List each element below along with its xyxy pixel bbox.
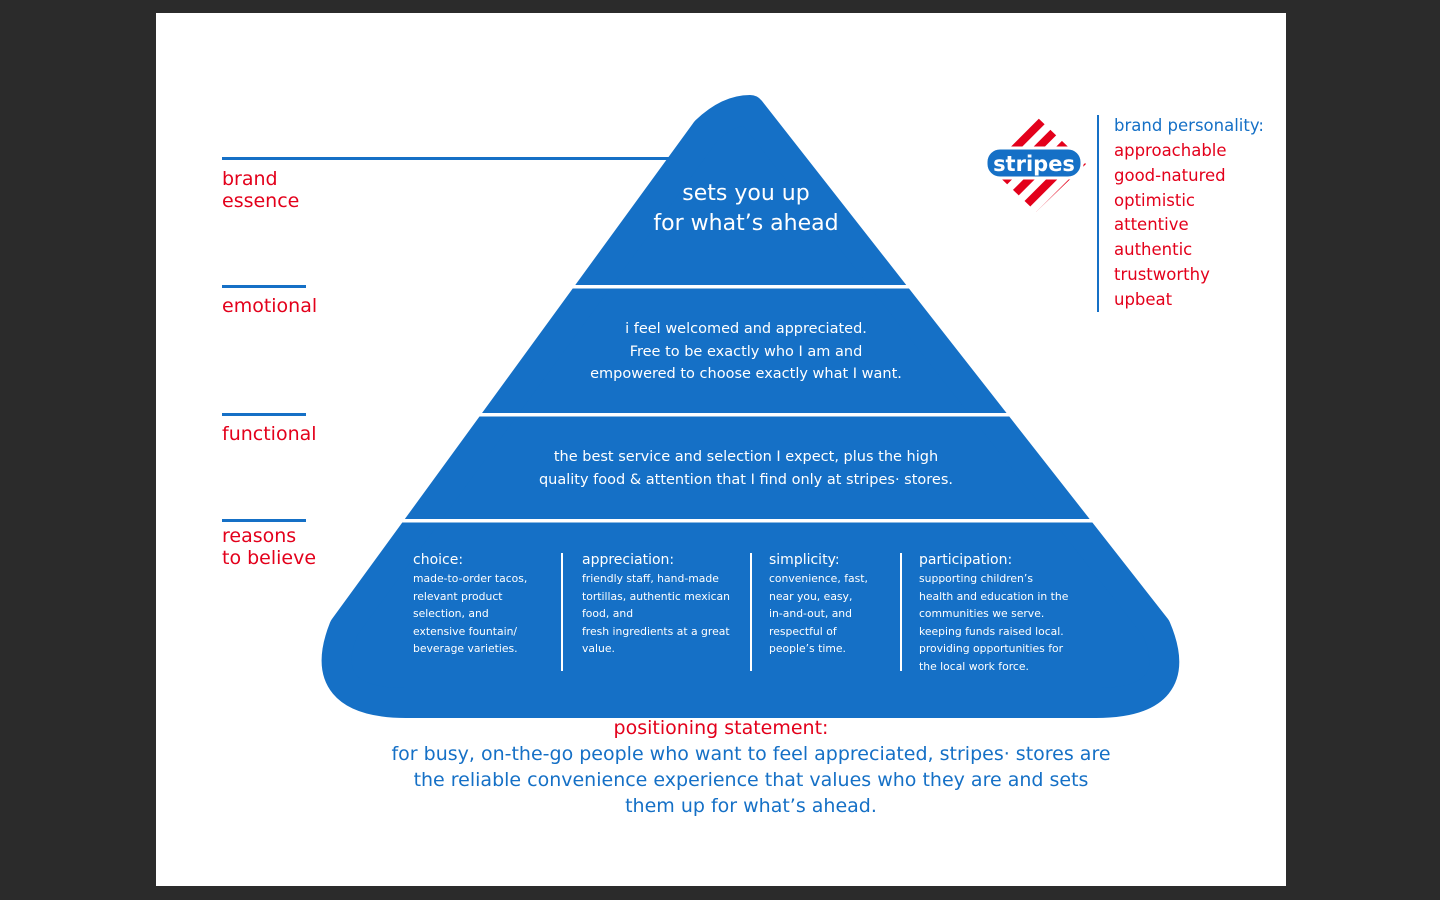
- trait-item: upbeat: [1114, 289, 1173, 309]
- tier-divider-3: [306, 519, 1206, 523]
- reason-appreciation-body: friendly staff, hand-made tortillas, aut…: [582, 572, 730, 655]
- reason-simplicity: simplicity: convenience, fast, near you,…: [769, 551, 899, 658]
- functional-text: the best service and selection I expect,…: [506, 446, 986, 491]
- logo-badge: [984, 146, 1084, 180]
- trait-item: attentive: [1114, 215, 1189, 235]
- brand-personality-title: brand personality:: [1114, 116, 1264, 135]
- column-divider: [900, 553, 902, 671]
- pyramid-text-line: quality food & attention that I find onl…: [538, 471, 954, 488]
- brand-essence-label: brand essence: [222, 168, 300, 212]
- column-divider: [561, 553, 563, 671]
- trait-item: authentic: [1114, 240, 1193, 260]
- reason-participation-body: supporting children’s health and educati…: [919, 572, 1069, 673]
- brand-personality-divider: [1097, 115, 1099, 312]
- pyramid-text-line: empowered to choose exactly what I want.: [590, 366, 902, 382]
- pyramid-text-line: sets you up: [682, 181, 810, 206]
- brand-essence-text: sets you up for what’s ahead: [596, 179, 896, 239]
- trait-item: good-natured: [1114, 165, 1226, 185]
- reason-simplicity-body: convenience, fast, near you, easy, in-an…: [769, 572, 868, 655]
- reason-choice: choice: made-to-order tacos, relevant pr…: [413, 551, 553, 658]
- pyramid-text-line: for what’s ahead: [653, 211, 839, 236]
- functional-label: functional: [222, 423, 317, 445]
- tier-divider-2: [306, 413, 1206, 417]
- positioning-statement-body: for busy, on-the-go people who want to f…: [391, 743, 1111, 817]
- tier-divider-1: [306, 285, 1206, 289]
- trait-item: approachable: [1114, 141, 1227, 160]
- reason-choice-body: made-to-order tacos, relevant product se…: [413, 572, 528, 655]
- brand-essence-line: [222, 157, 684, 160]
- reason-participation: participation: supporting children’s hea…: [919, 551, 1094, 675]
- stripes-logo: stripes: [984, 116, 1086, 212]
- reason-simplicity-title: simplicity:: [769, 552, 840, 568]
- pyramid-text-line: Free to be exactly who I am and: [629, 343, 863, 360]
- emotional-text: i feel welcomed and appreciated. Free to …: [556, 318, 936, 386]
- reason-participation-title: participation:: [919, 552, 1013, 568]
- positioning-statement-title: positioning statement:: [613, 717, 829, 739]
- brand-personality-list: approachable good-natured optimistic att…: [1114, 139, 1227, 313]
- logo-wordmark: stripes: [993, 152, 1075, 176]
- emotional-label: emotional: [222, 295, 318, 317]
- reason-appreciation: appreciation: friendly staff, hand-made …: [582, 551, 747, 658]
- reason-appreciation-title: appreciation:: [582, 552, 675, 568]
- trait-item: trustworthy: [1114, 264, 1210, 284]
- brand-pyramid: [306, 95, 1206, 718]
- pyramid-text-line: i feel welcomed and appreciated.: [625, 321, 867, 337]
- trait-item: optimistic: [1114, 190, 1196, 210]
- reasons-to-believe-label: reasons to believe: [222, 525, 317, 569]
- pyramid-text-line: the best service and selection I expect,…: [553, 449, 939, 465]
- pyramid-body: [321, 95, 1180, 718]
- slide: brand essence emotional functional reaso…: [156, 13, 1286, 886]
- reason-choice-title: choice:: [413, 552, 464, 568]
- column-divider: [750, 553, 752, 671]
